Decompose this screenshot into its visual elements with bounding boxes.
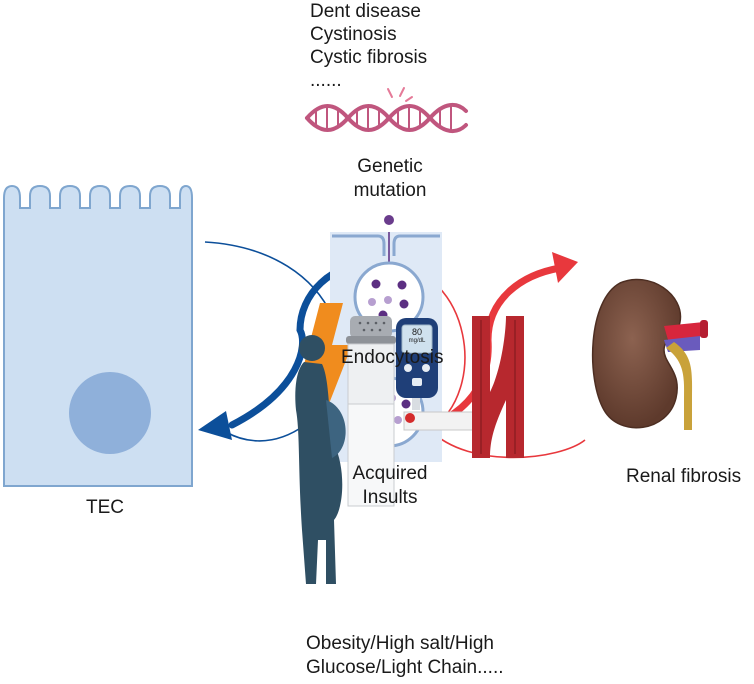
endocytosis-label: Endocytosis [341, 347, 444, 368]
tec-cell [3, 184, 193, 487]
dna-helix-icon [305, 87, 468, 133]
nucleus [69, 372, 151, 454]
risk-factors-line1: Obesity/High salt/High [306, 633, 494, 654]
disease-item: Cystic fibrosis [310, 47, 428, 68]
risk-factors-line2: Glucose/Light Chain..... [306, 657, 504, 678]
red-arrowhead-top [552, 252, 578, 283]
disease-item: Dent disease [310, 1, 421, 22]
genetic-mutation-line1: Genetic [357, 156, 423, 177]
kidney-icon [591, 278, 708, 430]
obesity-icon [295, 335, 346, 584]
light-chain-icon [472, 316, 524, 458]
disease-item: Cystinosis [310, 24, 397, 45]
salt-shaker-icon [346, 316, 396, 507]
renal-fibrosis-label: Renal fibrosis [626, 466, 742, 487]
genetic-mutation-line2: mutation [353, 180, 427, 201]
glucose-unit: mg/dL [408, 338, 426, 344]
glucometer-reading: 80 mg/dL [402, 327, 432, 345]
genetic-mutation-label: Genetic mutation [330, 155, 450, 203]
acquired-insults-line2: Insults [362, 487, 418, 508]
acquired-insults-line1: Acquired [352, 463, 428, 484]
tec-label: TEC [86, 497, 124, 518]
glucose-value: 80 [411, 327, 422, 337]
disease-item: ...... [310, 70, 342, 91]
acquired-insults-label: Acquired Insults [330, 462, 450, 510]
blue-arrowhead-left [198, 411, 232, 440]
